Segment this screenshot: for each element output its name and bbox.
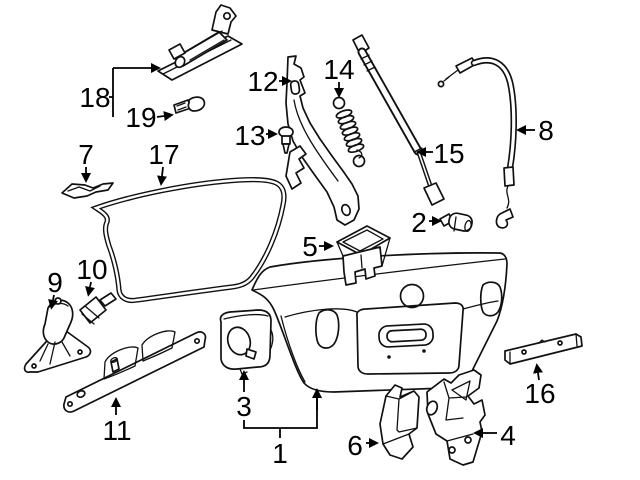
callout-14: 14 <box>323 54 355 98</box>
callout-7-number: 7 <box>78 139 94 170</box>
callout-14-number: 14 <box>323 54 354 85</box>
callout-16-number: 16 <box>524 378 555 409</box>
callout-10-arrow <box>85 281 95 297</box>
callout-15-number: 15 <box>433 138 464 169</box>
retainer-bracket <box>61 182 114 199</box>
callout-17-arrow <box>157 166 167 186</box>
license-plate-lamp-bulb <box>173 96 206 114</box>
callout-10: 10 <box>76 254 108 297</box>
callout-9: 9 <box>47 267 63 310</box>
callout-17-number: 17 <box>148 139 179 170</box>
hinge-tension-spring <box>332 96 366 168</box>
callout-3: 3 <box>236 370 252 422</box>
license-finish-molding <box>63 330 207 413</box>
callout-13-number: 13 <box>234 120 265 151</box>
callout-1-number: 1 <box>272 438 288 469</box>
callout-5-number: 5 <box>302 231 318 262</box>
callout-19-arrow <box>156 111 174 121</box>
callout-19: 19 <box>125 102 174 133</box>
callout-18-number: 18 <box>79 82 110 113</box>
callout-12: 12 <box>247 66 292 97</box>
lock-cylinder-assembly <box>23 297 92 373</box>
trunk-latch <box>425 369 486 466</box>
lock-bezel-trim <box>219 309 274 375</box>
callout-4-number: 4 <box>500 420 516 451</box>
callout-6: 6 <box>347 430 379 461</box>
callout-9-number: 9 <box>47 267 63 298</box>
callout-19-number: 19 <box>125 102 156 133</box>
latch-cover <box>379 384 420 460</box>
callout-16-arrow <box>533 363 543 381</box>
stopper-cushion <box>439 212 473 233</box>
license-plate-lamp-assembly <box>157 4 243 81</box>
callout-2-number: 2 <box>411 207 427 238</box>
lift-support-strut <box>352 34 445 206</box>
callout-4: 4 <box>473 420 516 451</box>
striker-guide-block <box>336 225 391 286</box>
callout-3-number: 3 <box>236 391 252 422</box>
callout-8: 8 <box>516 115 554 146</box>
callout-8-number: 8 <box>538 115 554 146</box>
callout-7: 7 <box>78 139 94 183</box>
callout-16: 16 <box>524 363 556 409</box>
callout-11-number: 11 <box>102 415 131 446</box>
callout-17: 17 <box>148 139 180 186</box>
callout-11: 11 <box>102 397 132 446</box>
callout-10-number: 10 <box>76 254 107 285</box>
callout-12-number: 12 <box>247 66 278 97</box>
release-cable <box>437 57 517 229</box>
trunk-lid-panel <box>251 252 508 393</box>
callout-13: 13 <box>234 120 278 151</box>
callout-18: 18 <box>79 63 161 117</box>
callout-2: 2 <box>411 207 442 238</box>
callout-6-number: 6 <box>347 430 363 461</box>
callout-15: 15 <box>416 138 465 169</box>
callout-1: 1 <box>243 388 322 469</box>
clip <box>278 126 294 154</box>
trunk-weatherstrip <box>90 177 287 304</box>
callout-5: 5 <box>302 231 334 262</box>
lock-cylinder <box>79 292 117 325</box>
reinforcement-strip <box>504 333 583 365</box>
trunk-hinge-arm <box>285 55 360 226</box>
callout-9-arrow <box>48 294 58 310</box>
